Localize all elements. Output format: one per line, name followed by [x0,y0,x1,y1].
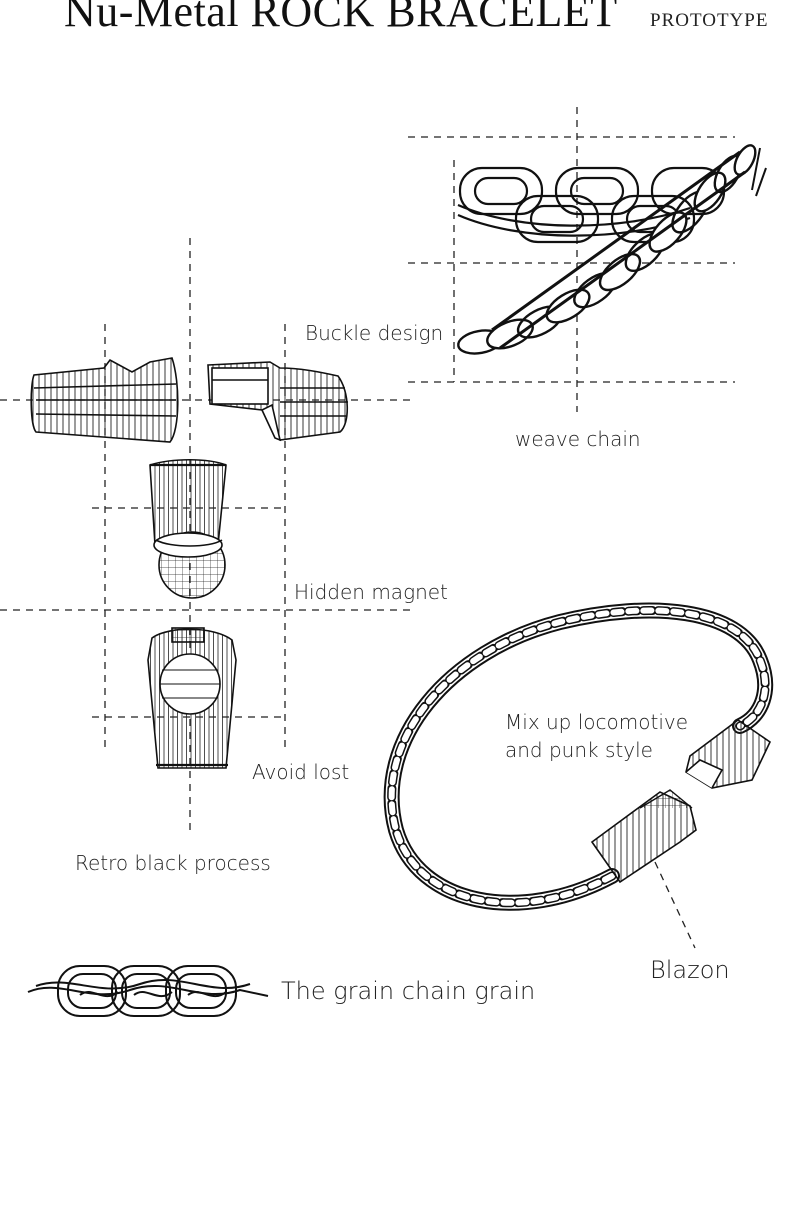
page-subtitle: PROTOTYPE [650,10,769,31]
grain-chain-label: The grain chain grain [281,977,536,1005]
avoid-lost-piece [147,627,237,769]
page-title: Nu-Metal ROCK BRACELET [64,0,618,36]
buckle-right-piece [207,361,349,442]
magnet-piece [149,459,227,599]
avoid-lost-label: Avoid lost [252,760,350,784]
style-label-line1: Mix up locomotive [505,710,689,734]
blazon-label: Blazon [650,956,730,984]
bracelet-illustration [383,602,774,911]
buckle-design-label: Buckle design [305,321,444,345]
retro-black-label: Retro black process [75,851,271,875]
grain-chain-illustration [27,965,269,1017]
weave-chain-label: weave chain [515,427,641,451]
hidden-magnet-label: Hidden magnet [294,580,448,604]
weave-chain-illustration [457,144,767,355]
style-label-line2: and punk style [505,738,653,762]
buckle-left-piece [30,357,179,443]
